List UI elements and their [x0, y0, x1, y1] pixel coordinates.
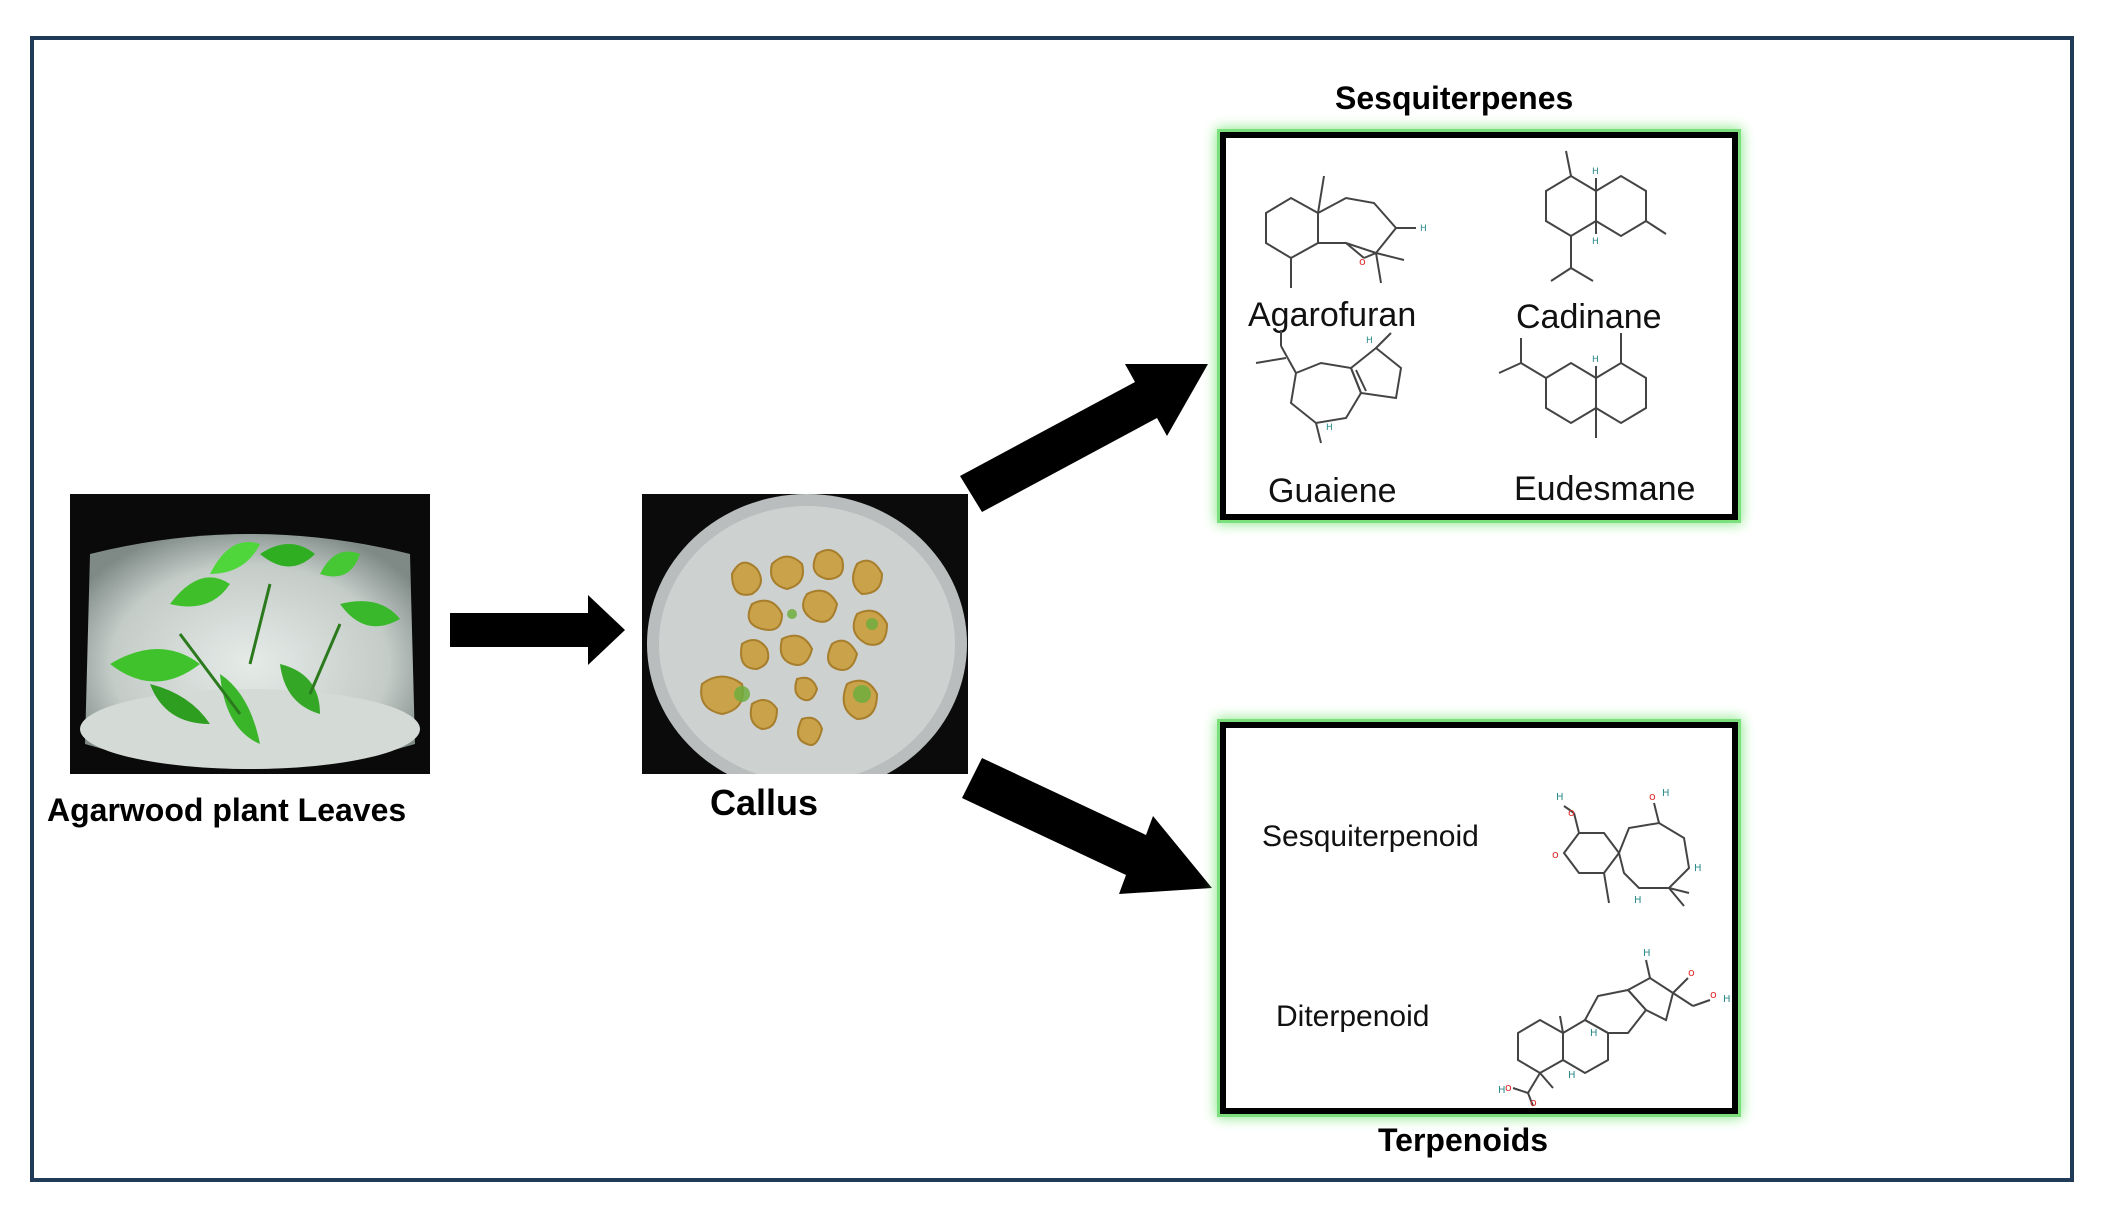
diterpenoid-label: Diterpenoid: [1276, 1000, 1430, 1033]
agarofuran-label: Agarofuran: [1248, 296, 1417, 334]
svg-text:o: o: [1530, 1096, 1537, 1109]
svg-text:o: o: [1359, 255, 1366, 268]
svg-text:o: o: [1505, 1081, 1512, 1094]
diterpenoid-structure: H o o H H o o H H: [1498, 948, 1731, 1109]
svg-text:H: H: [1366, 336, 1373, 346]
eudesmane-structure: H: [1498, 333, 1647, 438]
terpenoids-box: Sesquiterpenoid H o o o H H H Diterpenoi…: [1220, 722, 1738, 1114]
svg-text:H: H: [1568, 1070, 1576, 1081]
guaiene-label: Guaiene: [1268, 472, 1397, 510]
sesquiterpenoid-structure: H o o o H H H: [1552, 788, 1702, 907]
figure-frame: [30, 36, 2074, 1182]
sesquiterpenes-title: Sesquiterpenes: [1335, 80, 1574, 116]
callus-caption: Callus: [710, 782, 819, 823]
svg-text:H: H: [1723, 994, 1731, 1005]
svg-text:H: H: [1326, 423, 1333, 433]
sesquiterpenoid-label: Sesquiterpenoid: [1262, 820, 1479, 853]
svg-text:o: o: [1710, 988, 1717, 1001]
sesquiterpenes-box: o H Agarofuran H H Cadinane H H Guaiene: [1220, 132, 1738, 520]
terpenoids-title: Terpenoids: [1378, 1122, 1549, 1158]
arrow-callus-to-sesquiterpenes: [960, 364, 1208, 512]
leaves-caption: Agarwood plant Leaves: [47, 792, 407, 828]
svg-text:o: o: [1649, 790, 1656, 803]
svg-text:H: H: [1592, 237, 1599, 247]
svg-text:H: H: [1420, 224, 1427, 234]
svg-text:H: H: [1556, 792, 1564, 803]
svg-text:H: H: [1643, 948, 1651, 959]
arrow-leaves-to-callus: [450, 595, 625, 665]
eudesmane-label: Eudesmane: [1514, 470, 1696, 508]
svg-text:H: H: [1662, 788, 1670, 799]
svg-text:H: H: [1590, 1028, 1598, 1039]
svg-text:o: o: [1552, 848, 1559, 861]
agarwood-leaves-photo: [70, 494, 430, 774]
svg-text:H: H: [1498, 1085, 1506, 1096]
arrow-callus-to-terpenoids: [962, 758, 1212, 894]
agarofuran-structure: o H: [1265, 175, 1427, 288]
callus-photo: [642, 494, 968, 774]
svg-text:H: H: [1634, 895, 1642, 906]
svg-text:o: o: [1688, 966, 1695, 979]
svg-text:H: H: [1592, 355, 1599, 365]
guaiene-structure: H H: [1255, 330, 1403, 444]
cadinane-structure: H H: [1545, 150, 1667, 282]
svg-text:H: H: [1694, 863, 1702, 874]
svg-text:o: o: [1568, 806, 1575, 819]
svg-text:H: H: [1592, 167, 1599, 177]
cadinane-label: Cadinane: [1516, 298, 1662, 336]
